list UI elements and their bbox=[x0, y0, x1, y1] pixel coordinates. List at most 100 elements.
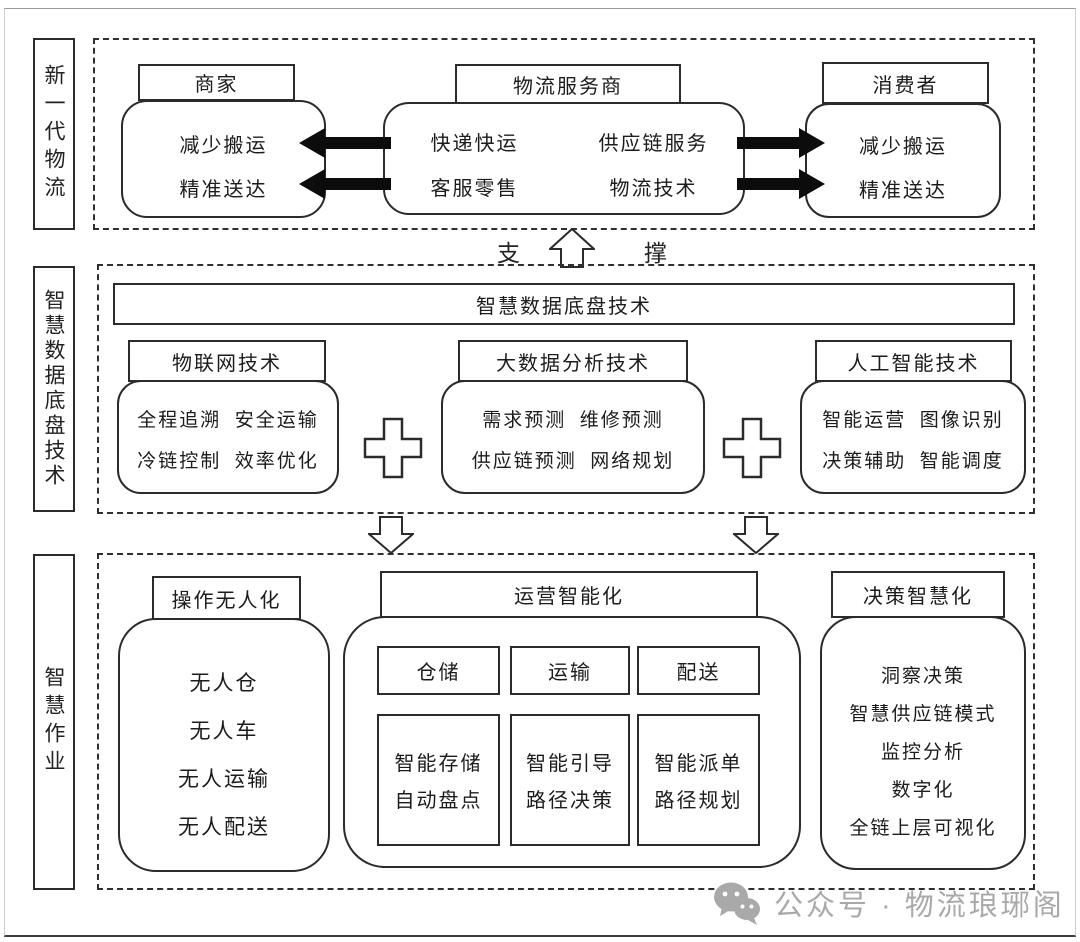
ops-content-line: 路径决策 bbox=[526, 790, 614, 812]
support-char-left: 支 bbox=[497, 241, 520, 266]
plus-iot-bigdata bbox=[363, 417, 423, 479]
provider-item: 快递快运 bbox=[430, 132, 519, 155]
down-arrow-icon bbox=[733, 516, 779, 554]
bigdata-line: 需求预测 维修预测 bbox=[482, 410, 664, 431]
merchant-title-box: 商家 bbox=[138, 64, 295, 101]
page-frame bbox=[4, 8, 1076, 937]
unmanned-item: 无人运输 bbox=[178, 767, 270, 791]
iot-title: 物联网技术 bbox=[172, 352, 282, 375]
ai-title-box: 人工智能技术 bbox=[815, 340, 1012, 382]
merchant-body-box: 减少搬运 精准送达 bbox=[121, 100, 326, 218]
thick-arrow-left-icon bbox=[299, 169, 391, 199]
watermark: 公众号 · 物流琅琊阁 bbox=[712, 880, 1065, 926]
ops-subheader-transport-text: 运输 bbox=[548, 662, 592, 684]
ai-line: 智能运营 图像识别 bbox=[822, 410, 1004, 431]
unmanned-item: 无人仓 bbox=[189, 671, 259, 695]
merchant-item: 减少搬运 bbox=[179, 134, 268, 157]
down-arrow-right bbox=[733, 516, 779, 554]
ops-subheader-transport: 运输 bbox=[510, 646, 630, 695]
arrow-provider-to-merchant-top bbox=[299, 127, 391, 159]
ops-content-transport: 智能引导 路径决策 bbox=[510, 714, 630, 846]
bigdata-title-box: 大数据分析技术 bbox=[458, 340, 688, 382]
iot-line: 冷链控制 效率优化 bbox=[137, 451, 319, 472]
consumer-body-box: 减少搬运 精准送达 bbox=[805, 103, 1001, 218]
bigdata-title: 大数据分析技术 bbox=[496, 352, 650, 375]
merchant-item: 精准送达 bbox=[179, 178, 268, 201]
bigdata-line: 供应链预测 网络规划 bbox=[471, 451, 675, 472]
side-label-new-gen-logistics-text: 新一代物流 bbox=[42, 64, 66, 204]
ops-content-line: 智能派单 bbox=[654, 753, 743, 775]
middle-section-container bbox=[97, 264, 1035, 514]
side-label-new-gen-logistics: 新一代物流 bbox=[33, 38, 75, 230]
arrow-provider-to-consumer-bottom bbox=[737, 168, 825, 200]
side-label-smart-data-base: 智慧数据底盘技术 bbox=[33, 266, 75, 512]
consumer-item: 减少搬运 bbox=[859, 136, 947, 158]
iot-title-box: 物联网技术 bbox=[128, 340, 326, 382]
provider-title-box: 物流服务商 bbox=[455, 64, 681, 104]
bottom-section-container bbox=[97, 553, 1035, 890]
wechat-icon bbox=[714, 882, 760, 925]
decision-item: 洞察决策 bbox=[880, 665, 965, 687]
provider-title: 物流服务商 bbox=[513, 75, 623, 98]
top-section-container bbox=[93, 38, 1035, 230]
consumer-title: 消费者 bbox=[872, 74, 939, 97]
down-arrow-icon bbox=[368, 516, 414, 554]
decision-body-box: 洞察决策 智慧供应链模式 监控分析 数字化 全链上层可视化 bbox=[820, 616, 1026, 870]
bigdata-body-box: 需求预测 维修预测 供应链预测 网络规划 bbox=[441, 380, 705, 494]
thick-arrow-left-icon bbox=[299, 128, 391, 158]
plus-icon bbox=[363, 417, 423, 479]
ai-line: 决策辅助 智能调度 bbox=[822, 451, 1004, 472]
support-char-right: 撑 bbox=[644, 241, 667, 266]
thick-arrow-right-icon bbox=[737, 128, 825, 158]
thick-arrow-right-icon bbox=[737, 169, 825, 199]
decision-item: 监控分析 bbox=[880, 741, 965, 763]
plus-icon bbox=[722, 417, 782, 479]
smart-data-banner-text: 智慧数据底盘技术 bbox=[476, 295, 652, 318]
decision-title: 决策智慧化 bbox=[863, 586, 973, 608]
ops-content-line: 智能引导 bbox=[526, 753, 614, 775]
unmanned-item: 无人配送 bbox=[178, 815, 270, 839]
iot-body-box: 全程追溯 安全运输 冷链控制 效率优化 bbox=[117, 380, 339, 494]
consumer-item: 精准送达 bbox=[859, 180, 947, 202]
decision-item: 全链上层可视化 bbox=[849, 817, 997, 839]
ai-title: 人工智能技术 bbox=[847, 352, 980, 375]
smart-data-banner: 智慧数据底盘技术 bbox=[113, 283, 1015, 325]
arrow-provider-to-consumer-top bbox=[737, 127, 825, 159]
provider-body-box: 快递快运 供应链服务 客服零售 物流技术 bbox=[383, 102, 745, 215]
operations-title: 运营智能化 bbox=[514, 586, 624, 608]
consumer-title-box: 消费者 bbox=[822, 62, 989, 104]
iot-line: 全程追溯 安全运输 bbox=[137, 410, 319, 431]
provider-item: 供应链服务 bbox=[598, 132, 709, 155]
decision-item: 智慧供应链模式 bbox=[849, 703, 997, 725]
side-label-smart-operations: 智慧作业 bbox=[33, 554, 75, 890]
operations-title-box: 运营智能化 bbox=[380, 571, 758, 618]
operations-body-box: 仓储 运输 配送 智能存储 自动盘点 智能引导 路径决策 智能派单 路径规划 bbox=[343, 616, 801, 868]
plus-bigdata-ai bbox=[722, 417, 782, 479]
unmanned-item: 无人车 bbox=[189, 719, 259, 743]
watermark-text: 公众号 · 物流琅琊阁 bbox=[774, 890, 1065, 922]
provider-item: 物流技术 bbox=[609, 177, 698, 200]
ops-content-line: 自动盘点 bbox=[394, 790, 483, 812]
ops-subheader-delivery-text: 配送 bbox=[676, 662, 721, 684]
provider-item: 客服零售 bbox=[430, 177, 519, 200]
unmanned-title: 操作无人化 bbox=[171, 589, 282, 612]
side-label-smart-data-base-text: 智慧数据底盘技术 bbox=[42, 289, 66, 489]
support-up-arrow bbox=[549, 228, 595, 268]
side-label-smart-operations-text: 智慧作业 bbox=[42, 666, 66, 778]
arrow-provider-to-merchant-bottom bbox=[299, 168, 391, 200]
ops-content-line: 路径规划 bbox=[654, 790, 743, 812]
unmanned-title-box: 操作无人化 bbox=[152, 576, 301, 620]
merchant-title: 商家 bbox=[194, 74, 239, 96]
up-arrow-icon bbox=[549, 228, 595, 268]
ops-content-warehousing: 智能存储 自动盘点 bbox=[377, 714, 500, 846]
unmanned-body-box: 无人仓 无人车 无人运输 无人配送 bbox=[118, 618, 330, 872]
ops-subheader-warehousing-text: 仓储 bbox=[416, 662, 461, 684]
down-arrow-left bbox=[368, 516, 414, 554]
ops-subheader-warehousing: 仓储 bbox=[377, 646, 500, 695]
ops-content-delivery: 智能派单 路径规划 bbox=[637, 714, 760, 846]
ops-content-line: 智能存储 bbox=[394, 753, 483, 775]
ops-subheader-delivery: 配送 bbox=[637, 646, 760, 695]
decision-item: 数字化 bbox=[891, 779, 955, 801]
decision-title-box: 决策智慧化 bbox=[831, 571, 1005, 618]
